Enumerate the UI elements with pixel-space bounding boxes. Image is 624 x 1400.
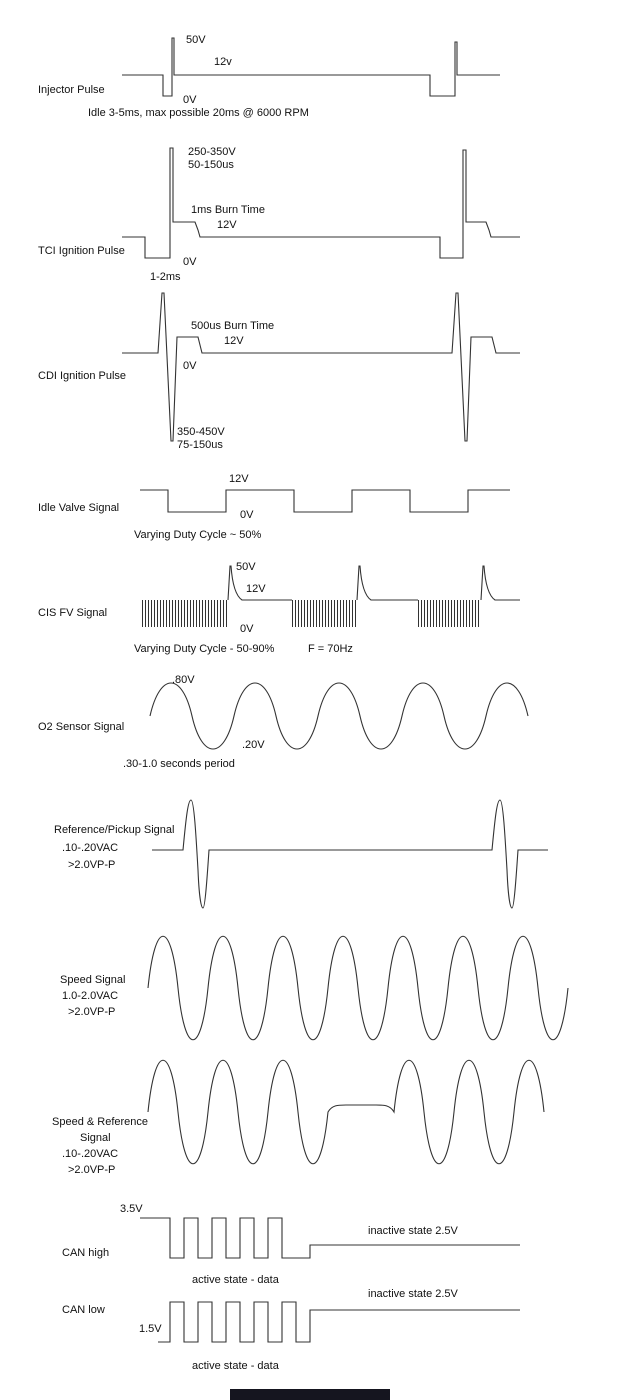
- tci-burn-time-label: 1ms Burn Time: [191, 204, 265, 216]
- tci-ignition-waveform: [122, 147, 520, 259]
- can-high-active-caption: active state - data: [192, 1274, 279, 1286]
- injector-zero-voltage-label: 0V: [183, 94, 197, 106]
- o2-low-voltage-label: .20V: [242, 739, 265, 751]
- can-low-voltage-label: 1.5V: [139, 1323, 162, 1335]
- injector-supply-voltage-label: 12v: [214, 56, 232, 68]
- tci-supply-voltage-label: 12V: [217, 219, 237, 231]
- cis-fv-pwm-burst-1: [140, 600, 228, 627]
- o2-sensor-waveform: [149, 682, 529, 750]
- can-low-active-caption: active state - data: [192, 1360, 279, 1372]
- idle-valve-caption: Varying Duty Cycle ~ 50%: [134, 529, 262, 541]
- can-high-voltage-label: 3.5V: [120, 1203, 143, 1215]
- can-low-title: CAN low: [62, 1304, 105, 1316]
- speed-reference-title-line1: Speed & Reference: [52, 1116, 149, 1128]
- tci-peak-voltage-label: 250-350V: [188, 146, 236, 158]
- cis-fv-supply-voltage-label: 12V: [246, 583, 266, 595]
- bottom-edge-fragment: [230, 1389, 390, 1400]
- tci-ignition-title: TCI Ignition Pulse: [38, 245, 125, 257]
- idle-valve-waveform: [140, 489, 510, 513]
- speed-vac-label: 1.0-2.0VAC: [62, 990, 119, 1002]
- tci-peak-width-label: 50-150us: [188, 159, 234, 171]
- cis-fv-pwm-burst-3: [418, 600, 481, 627]
- cdi-supply-voltage-label: 12V: [224, 335, 244, 347]
- cdi-ignition-waveform: [122, 292, 520, 442]
- cdi-ignition-title: CDI Ignition Pulse: [38, 370, 127, 382]
- cdi-peak-voltage-label: 350-450V: [177, 426, 225, 438]
- o2-high-voltage-label: .80V: [172, 674, 195, 686]
- can-high-title: CAN high: [62, 1247, 110, 1259]
- injector-peak-voltage-label: 50V: [186, 34, 206, 46]
- cis-fv-caption: Varying Duty Cycle - 50-90%: [134, 643, 275, 655]
- reference-vac-label: .10-.20VAC: [62, 842, 119, 854]
- reference-pickup-title: Reference/Pickup Signal: [54, 824, 175, 836]
- injector-caption: Idle 3-5ms, max possible 20ms @ 6000 RPM: [88, 107, 309, 119]
- speed-reference-vpp-label: >2.0VP-P: [68, 1164, 116, 1176]
- cis-fv-pwm-burst-2: [292, 600, 357, 627]
- cis-fv-frequency-label: F = 70Hz: [308, 643, 353, 655]
- speed-signal-title: Speed Signal: [60, 974, 126, 986]
- injector-pulse-waveform: [122, 37, 500, 97]
- cdi-zero-voltage-label: 0V: [183, 360, 197, 372]
- can-high-inactive-label: inactive state 2.5V: [368, 1225, 458, 1237]
- cis-fv-title: CIS FV Signal: [38, 607, 108, 619]
- tci-zero-voltage-label: 0V: [183, 256, 197, 268]
- speed-reference-title-line2: Signal: [80, 1132, 111, 1144]
- idle-valve-zero-voltage-label: 0V: [240, 509, 254, 521]
- reference-vpp-label: >2.0VP-P: [68, 859, 116, 871]
- cdi-burn-time-label: 500us Burn Time: [191, 320, 275, 332]
- o2-period-caption: .30-1.0 seconds period: [123, 758, 235, 770]
- idle-valve-high-voltage-label: 12V: [229, 473, 249, 485]
- cis-fv-peak-voltage-label: 50V: [236, 561, 256, 573]
- speed-signal-waveform: [147, 936, 569, 1040]
- can-low-inactive-label: inactive state 2.5V: [368, 1288, 458, 1300]
- idle-valve-title: Idle Valve Signal: [38, 502, 120, 514]
- speed-reference-waveform: [147, 1060, 545, 1164]
- o2-sensor-title: O2 Sensor Signal: [38, 721, 125, 733]
- cdi-peak-width-label: 75-150us: [177, 439, 223, 451]
- speed-reference-vac-label: .10-.20VAC: [62, 1148, 119, 1160]
- can-high-waveform: [140, 1217, 520, 1259]
- cis-fv-zero-voltage-label: 0V: [240, 623, 254, 635]
- injector-pulse-title: Injector Pulse: [38, 84, 105, 96]
- reference-pickup-waveform: [152, 799, 548, 909]
- tci-dwell-time-label: 1-2ms: [150, 271, 181, 283]
- cis-fv-waveform: [227, 565, 520, 601]
- speed-vpp-label: >2.0VP-P: [68, 1006, 116, 1018]
- can-low-waveform: [158, 1301, 520, 1343]
